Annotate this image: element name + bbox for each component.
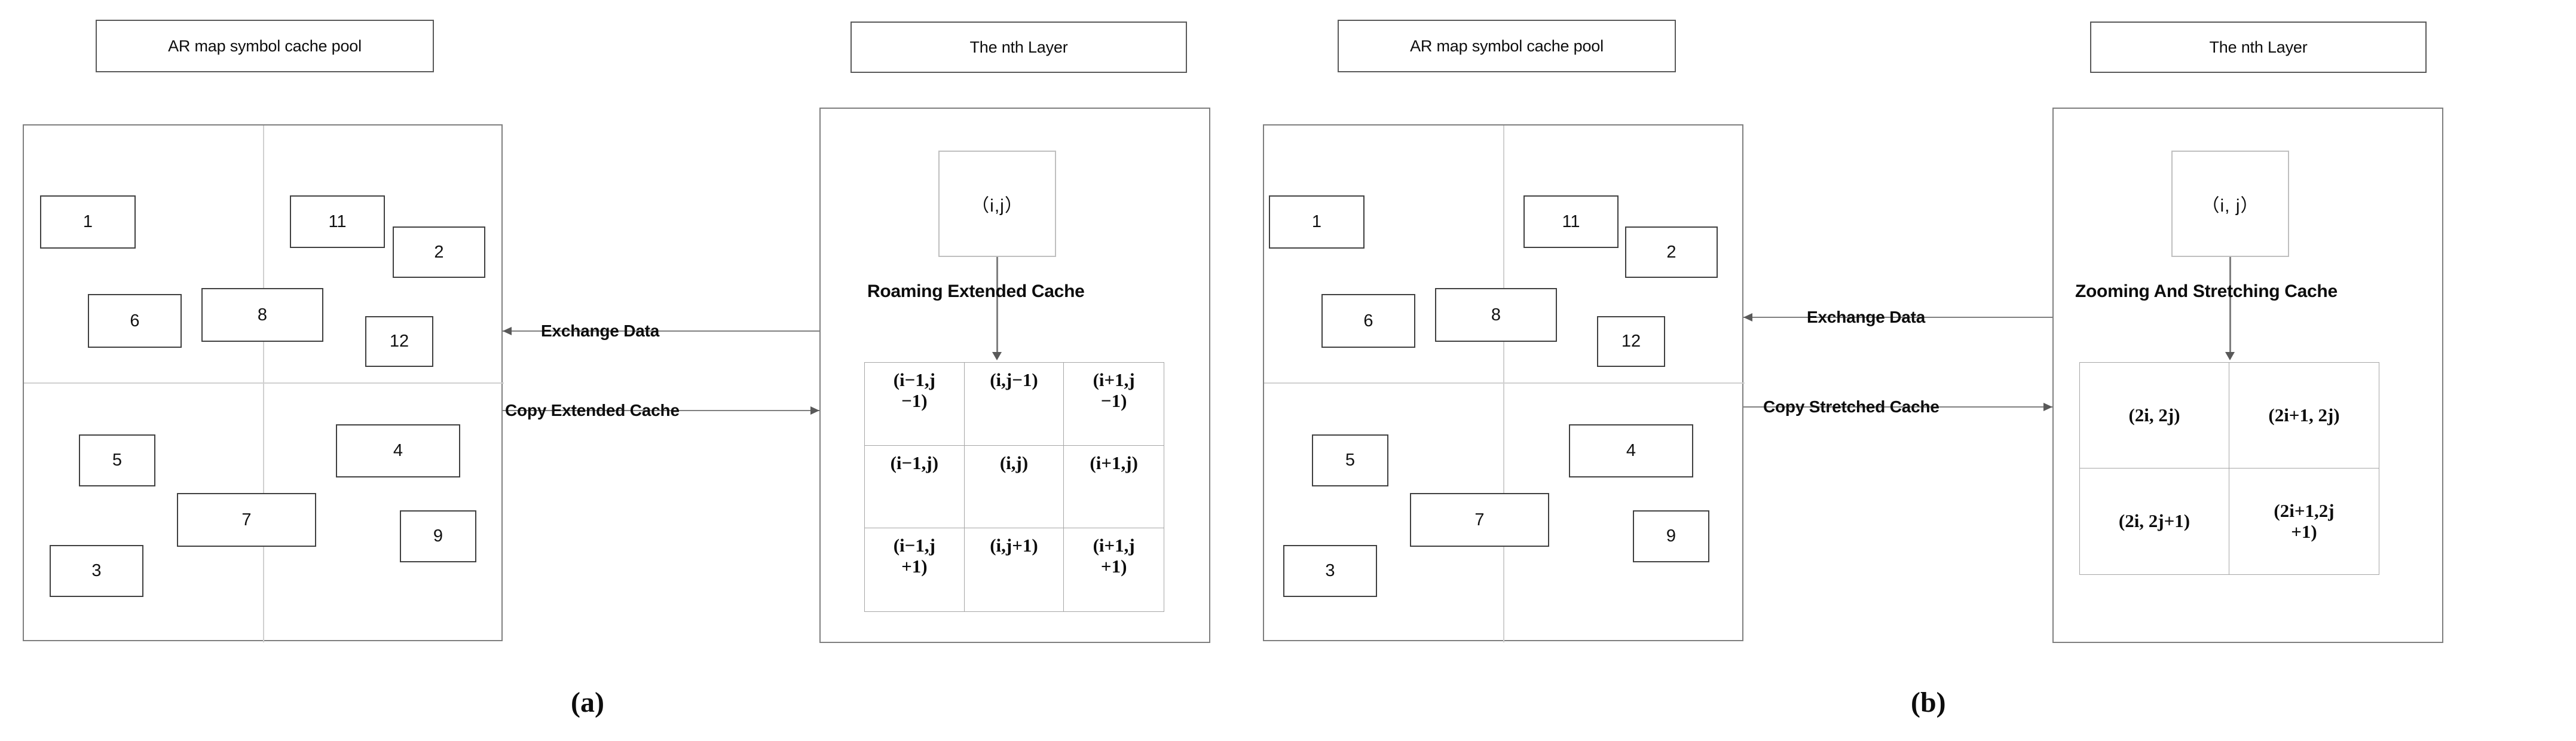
connector-exchange-data-b: Exchange Data bbox=[1743, 308, 2052, 326]
quadrant-divider-horizontal bbox=[24, 382, 504, 384]
symbol-box[interactable]: 6 bbox=[1321, 294, 1415, 348]
connector-copy-extended-cache-a: Copy Extended Cache bbox=[503, 401, 819, 420]
symbol-box[interactable]: 5 bbox=[1312, 434, 1388, 486]
grid-cell[interactable]: (i+1,j +1) bbox=[1093, 535, 1135, 577]
arrow-head-right-icon bbox=[810, 406, 819, 415]
connector-line bbox=[1743, 317, 2052, 318]
flow-arrow-down-icon bbox=[2225, 257, 2235, 360]
grid-cell[interactable]: (i,j−1) bbox=[964, 363, 1064, 446]
grid-cell[interactable]: (i,j+1) bbox=[965, 528, 1064, 611]
symbol-box[interactable]: 12 bbox=[1597, 316, 1665, 367]
symbol-box[interactable]: 8 bbox=[201, 288, 323, 342]
connector-copy-stretched-cache-b: Copy Stretched Cache bbox=[1743, 397, 2052, 416]
connector-label: Exchange Data bbox=[1807, 308, 1926, 326]
subfigure-letter-a: (a) bbox=[571, 687, 604, 718]
zooming-stretching-cache-grid: (2i, 2j) (2i+1, 2j) (2i, 2j+1) (2i+1,2j … bbox=[2079, 362, 2379, 575]
subfigure-letter-b: (b) bbox=[1911, 687, 1946, 718]
symbol-box[interactable]: 7 bbox=[177, 493, 316, 547]
connector-label: Copy Extended Cache bbox=[505, 401, 680, 420]
grid-cell[interactable]: (i−1,j +1) bbox=[865, 528, 965, 611]
symbol-box[interactable]: 8 bbox=[1435, 288, 1557, 342]
grid-cell[interactable]: (2i+1,2j +1) bbox=[2274, 500, 2335, 542]
symbol-box[interactable]: 4 bbox=[1569, 424, 1693, 477]
cache-label-a: Roaming Extended Cache bbox=[867, 281, 1085, 301]
arrow-head-left-icon bbox=[503, 327, 512, 335]
source-tile-box-b: （i, j） bbox=[2171, 151, 2289, 257]
symbol-box[interactable]: 7 bbox=[1410, 493, 1549, 547]
grid-cell[interactable]: (i,j) bbox=[964, 445, 1064, 529]
connector-line bbox=[503, 330, 819, 332]
grid-cell[interactable]: (2i, 2j+1) bbox=[2080, 469, 2229, 574]
symbol-box[interactable]: 5 bbox=[79, 434, 155, 486]
connector-line bbox=[503, 410, 819, 411]
flow-arrow-down-icon bbox=[992, 257, 1002, 360]
connector-label: Exchange Data bbox=[541, 321, 660, 340]
nth-layer-panel-b: （i, j） Zooming And Stretching Cache (2i,… bbox=[2052, 108, 2443, 643]
symbol-box[interactable]: 11 bbox=[1523, 195, 1619, 248]
symbol-box[interactable]: 9 bbox=[400, 510, 476, 562]
arrow-head-left-icon bbox=[1743, 313, 1752, 321]
caption-ar-cache-pool-a: AR map symbol cache pool bbox=[96, 20, 434, 72]
caption-ar-cache-pool-b: AR map symbol cache pool bbox=[1338, 20, 1676, 72]
symbol-box[interactable]: 2 bbox=[1625, 226, 1718, 278]
grid-cell[interactable]: (i+1,j −1) bbox=[1064, 363, 1164, 446]
caption-nth-layer-a: The nth Layer bbox=[850, 22, 1187, 73]
quadrant-divider-vertical bbox=[263, 125, 264, 642]
connector-exchange-data-a: Exchange Data bbox=[503, 321, 819, 340]
nth-layer-panel-a: （i,j） Roaming Extended Cache (i−1,j −1) … bbox=[819, 108, 1210, 643]
connector-label: Copy Stretched Cache bbox=[1763, 397, 1939, 416]
symbol-box[interactable]: 12 bbox=[365, 316, 433, 367]
symbol-box[interactable]: 3 bbox=[1283, 545, 1377, 597]
symbol-box[interactable]: 9 bbox=[1633, 510, 1709, 562]
symbol-box[interactable]: 1 bbox=[1269, 195, 1365, 249]
arrow-head-right-icon bbox=[2043, 403, 2052, 411]
grid-cell[interactable]: (i−1,j −1) bbox=[865, 363, 965, 446]
cache-pool-panel-a: 1 11 2 6 8 12 5 4 7 3 9 bbox=[23, 124, 504, 642]
cache-pool-panel-b: 1 11 2 6 8 12 5 4 7 3 9 bbox=[1263, 124, 1745, 642]
symbol-box[interactable]: 3 bbox=[50, 545, 143, 597]
quadrant-divider-horizontal bbox=[1264, 382, 1745, 384]
symbol-box[interactable]: 6 bbox=[88, 294, 182, 348]
symbol-box[interactable]: 11 bbox=[290, 195, 385, 248]
symbol-box[interactable]: 2 bbox=[393, 226, 485, 278]
caption-nth-layer-b: The nth Layer bbox=[2090, 22, 2427, 73]
grid-cell[interactable]: (i−1,j) bbox=[865, 445, 965, 529]
symbol-box[interactable]: 1 bbox=[40, 195, 136, 249]
connector-line bbox=[1743, 406, 2052, 408]
grid-cell[interactable]: (2i, 2j) bbox=[2080, 363, 2229, 469]
cache-label-b: Zooming And Stretching Cache bbox=[2075, 281, 2338, 301]
roaming-extended-cache-grid: (i−1,j −1) (i,j−1) (i+1,j −1) (i−1,j) (i… bbox=[864, 362, 1164, 612]
source-tile-box-a: （i,j） bbox=[938, 151, 1056, 257]
quadrant-divider-vertical bbox=[1503, 125, 1504, 642]
symbol-box[interactable]: 4 bbox=[336, 424, 460, 477]
grid-cell[interactable]: (i+1,j) bbox=[1064, 446, 1164, 529]
grid-cell[interactable]: (2i+1, 2j) bbox=[2229, 363, 2379, 469]
